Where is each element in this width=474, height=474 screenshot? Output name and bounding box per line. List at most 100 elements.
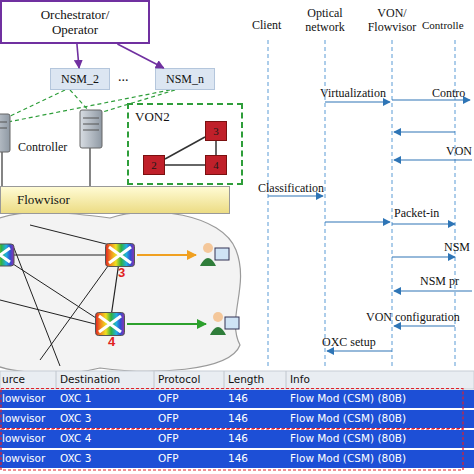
column-separator (224, 371, 225, 389)
oxc-body (0, 244, 14, 266)
virtual-node: 2 (143, 155, 165, 175)
message-arrow (394, 290, 472, 291)
message-label: NSM pr (420, 274, 459, 288)
message-arrow (394, 159, 472, 160)
table-cell: OXC 3 (60, 411, 91, 426)
oxc-switch: 3 (105, 243, 135, 267)
table-cell: OXC 3 (60, 451, 91, 466)
von-group: VON2 3 2 4 (127, 103, 243, 185)
server-slot (0, 122, 7, 123)
table-cell: OFP (158, 451, 179, 466)
table-cell: OFP (158, 411, 179, 426)
node-number: 4 (108, 334, 115, 349)
table-cell: lowvisor (2, 391, 45, 406)
server-icon (80, 110, 102, 148)
oxc-cross (109, 247, 131, 263)
user-icon (210, 312, 239, 335)
component-label: Controller (18, 140, 67, 154)
node-number: 3 (213, 125, 219, 137)
message-label: Contro (432, 86, 465, 100)
traffic-arrow (127, 323, 206, 325)
connector (112, 267, 119, 312)
control-line (1, 150, 2, 186)
table-header-separators (56, 371, 286, 389)
control-link (6, 90, 65, 118)
table-cell: Flow Mod (CSM) (80B) (290, 431, 406, 446)
message-label: VON (446, 144, 472, 158)
fiber-links (0, 225, 110, 366)
highlight-box (1, 429, 463, 470)
node-number: 3 (118, 265, 125, 280)
message-arrow (394, 131, 455, 132)
oxc-body (96, 313, 125, 336)
table-row (0, 430, 474, 448)
server-body (80, 110, 102, 148)
group-title: VON2 (135, 109, 170, 125)
network-cloud (0, 212, 241, 373)
lifeline-header: Controlle (422, 18, 464, 32)
server-slot (83, 124, 99, 125)
connector (165, 137, 205, 159)
message-label: OXC setup (322, 335, 376, 349)
table-cell: OFP (158, 431, 179, 446)
table-cell: lowvisor (2, 411, 45, 426)
oxc-icon (105, 243, 135, 267)
nsm-box: NSM_2 (50, 68, 110, 90)
virtual-node: 4 (205, 155, 227, 175)
fiber-link (14, 248, 60, 366)
message-label: Packet-in (394, 206, 439, 220)
node-number: 4 (213, 159, 219, 171)
table-header-cell: urce (2, 372, 25, 387)
column-separator (56, 371, 57, 389)
message-label: NSM (444, 240, 470, 254)
lifeline-header: VON/ Flowvisor (366, 6, 418, 34)
table-cell: Flow Mod (CSM) (80B) (290, 451, 406, 466)
user-body (210, 327, 226, 335)
table-header-cell: Info (290, 372, 310, 387)
nsm-box: NSM_n (155, 68, 215, 90)
node-label: NSM_n (166, 72, 204, 87)
user-body (200, 258, 216, 266)
lifeline (268, 40, 269, 368)
user-monitor (225, 317, 239, 329)
table-cell: Flow Mod (CSM) (80B) (290, 391, 406, 406)
message-arrow (325, 221, 390, 222)
connector (215, 141, 217, 155)
connector (77, 44, 79, 68)
message-label: VON configuration (366, 310, 460, 324)
table-header-row (0, 371, 474, 389)
node-number: 2 (151, 159, 157, 171)
table-cell: Flow Mod (CSM) (80B) (290, 411, 406, 426)
server-slot (83, 130, 99, 131)
table-cell: 146 (228, 411, 248, 426)
node-label: NSM_2 (61, 72, 99, 87)
table-cell: OFP (158, 391, 179, 406)
column-separator (154, 371, 155, 389)
fiber-link (30, 225, 110, 245)
server-body (0, 114, 10, 152)
table-header-cell: Destination (60, 372, 120, 387)
messages (268, 100, 472, 351)
table-cell: lowvisor (2, 431, 45, 446)
oxc-icon (95, 312, 125, 336)
table-header-cell: Protocol (158, 372, 200, 387)
connector (165, 164, 205, 166)
lifeline-header: Optical network (299, 6, 351, 34)
oxc-cross (99, 316, 121, 332)
flowvisor-band: Flowvisor (0, 186, 230, 214)
node-label: Orchestrator/ Operator (32, 7, 118, 37)
control-line (89, 148, 90, 186)
message-arrow (392, 256, 455, 257)
oxc-body (106, 244, 135, 267)
oxc-switch: 4 (95, 312, 125, 336)
user-monitor (215, 248, 229, 260)
table-row (0, 410, 474, 428)
message-label: Virtualization (320, 86, 386, 100)
lifeline-header: Client (252, 18, 281, 32)
table-row (0, 390, 474, 408)
column-separator (286, 371, 287, 389)
message-arrow (327, 350, 392, 351)
user-head (213, 312, 223, 322)
ellipsis: ... (118, 70, 129, 84)
